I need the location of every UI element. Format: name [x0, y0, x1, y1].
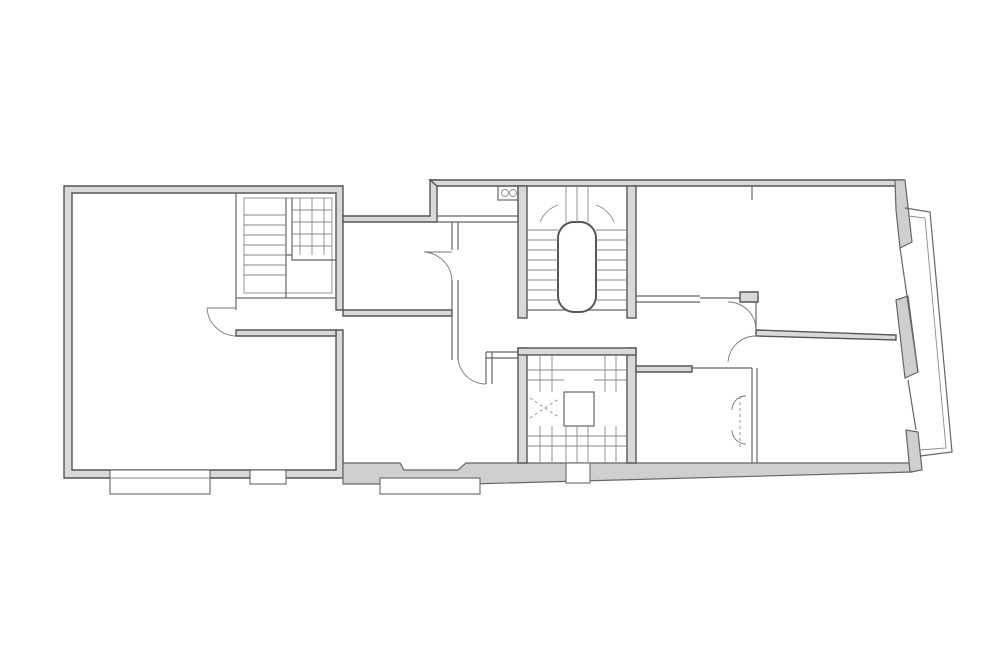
left-block — [63, 185, 344, 495]
sink-icon — [497, 185, 519, 201]
right-top-wall — [428, 179, 904, 187]
main-stair-upper — [517, 185, 637, 319]
facade-right-wall — [894, 179, 913, 249]
mid-door-swing-2 — [457, 357, 487, 385]
mid-door-swing-1 — [423, 251, 453, 281]
right-door-swing-2 — [727, 335, 757, 363]
right-divider-wall — [755, 329, 897, 341]
window-left-2 — [249, 469, 287, 485]
stair-well-oval — [557, 221, 597, 313]
window-stair — [565, 462, 591, 484]
connector-top-wall — [342, 179, 438, 223]
middle-left-rooms — [342, 179, 519, 385]
right-door-swing-1 — [727, 301, 757, 331]
main-stair-lower — [517, 347, 637, 464]
bay-window — [899, 207, 953, 457]
window-mid — [379, 477, 481, 495]
right-block — [342, 179, 953, 495]
left-door-swing — [206, 307, 237, 337]
window-left-1 — [109, 469, 211, 495]
right-rooms — [635, 186, 897, 463]
closet-doors — [731, 395, 747, 450]
small-stair — [235, 192, 337, 299]
